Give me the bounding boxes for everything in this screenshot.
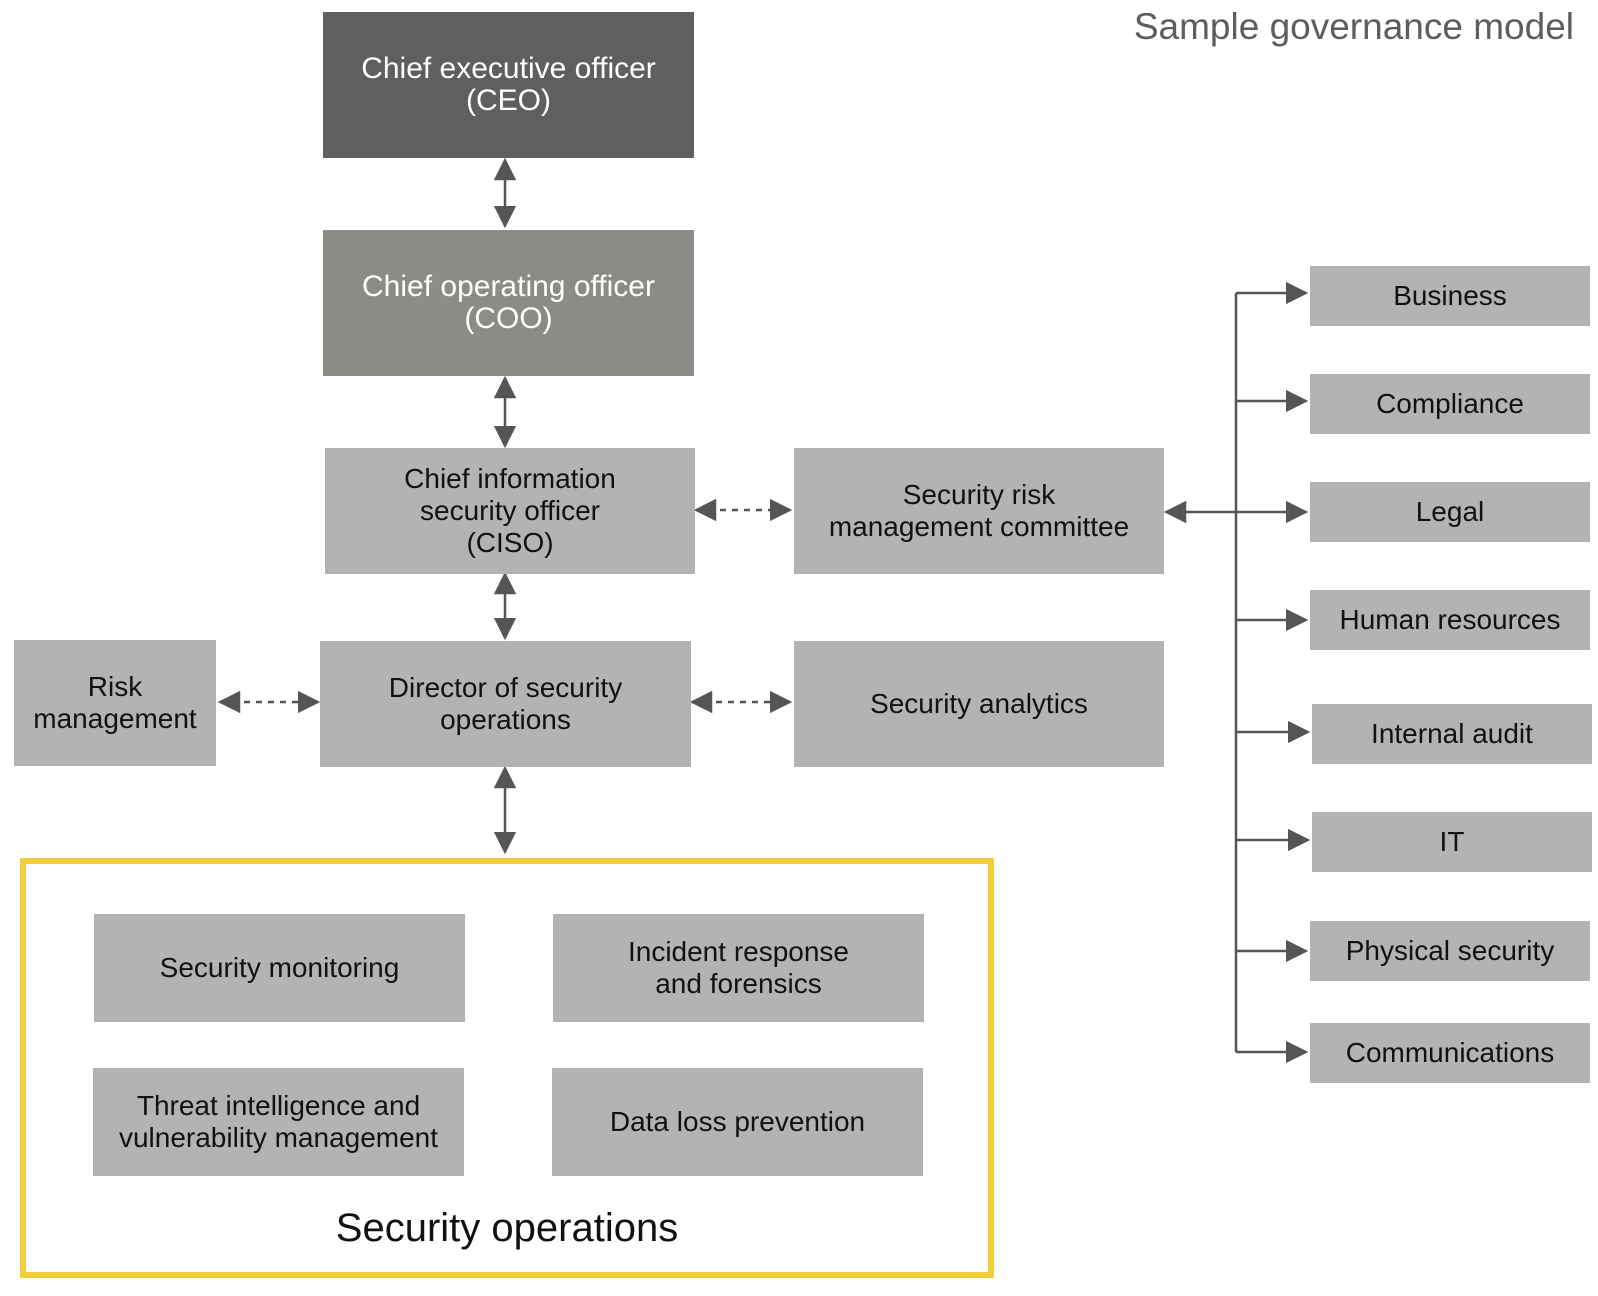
risk-management-box: Risk management: [14, 640, 216, 766]
director-box: Director of security operations: [320, 641, 691, 767]
data-loss-prevention-label: Data loss prevention: [609, 1106, 866, 1137]
member-internal-audit: Internal audit: [1312, 704, 1592, 764]
committee-box: Security risk management committee: [794, 448, 1164, 574]
coo-label-line2: (COO): [464, 302, 553, 335]
ciso-label-line3: (CISO): [466, 527, 554, 558]
security-operations-frame: [20, 858, 994, 1278]
member-it-label: IT: [1439, 826, 1465, 857]
director-label-line1: Director of security: [388, 672, 623, 703]
member-compliance: Compliance: [1310, 374, 1590, 434]
member-compliance-label: Compliance: [1376, 388, 1524, 419]
director-label-line2: operations: [440, 704, 571, 735]
data-loss-prevention-box: Data loss prevention: [552, 1068, 923, 1176]
security-operations-label: Security operations: [335, 1206, 679, 1250]
member-human-resources: Human resources: [1310, 590, 1590, 650]
member-business-label: Business: [1393, 280, 1507, 311]
ceo-box: Chief executive officer (CEO): [323, 12, 694, 158]
member-internal-audit-label: Internal audit: [1371, 718, 1533, 749]
security-monitoring-label: Security monitoring: [159, 952, 400, 983]
ciso-label-line1: Chief information: [404, 463, 616, 494]
incident-response-label-line1: Incident response: [627, 936, 850, 967]
risk-management-label-line1: Risk: [87, 671, 143, 702]
ciso-label-line2: security officer: [420, 495, 600, 526]
member-legal-label: Legal: [1415, 496, 1485, 527]
ceo-label-line1: Chief executive officer: [361, 52, 656, 85]
incident-response-label-line2: and forensics: [655, 968, 822, 999]
member-human-resources-label: Human resources: [1339, 604, 1561, 635]
committee-label-line2: management committee: [828, 511, 1130, 542]
security-analytics-box: Security analytics: [794, 641, 1164, 767]
committee-label-line1: Security risk: [902, 479, 1056, 510]
member-communications-label: Communications: [1345, 1037, 1555, 1068]
security-monitoring-box: Security monitoring: [94, 914, 465, 1022]
threat-intelligence-label-line1: Threat intelligence and: [136, 1090, 421, 1121]
member-communications: Communications: [1310, 1023, 1590, 1083]
member-physical-security-label: Physical security: [1345, 935, 1555, 966]
security-analytics-label: Security analytics: [870, 688, 1088, 719]
diagram-title: Sample governance model: [1133, 6, 1574, 47]
threat-intelligence-box: Threat intelligence and vulnerability ma…: [93, 1068, 464, 1176]
ciso-box: Chief information security officer (CISO…: [325, 448, 695, 574]
coo-label-line1: Chief operating officer: [362, 270, 655, 303]
threat-intelligence-label-line2: vulnerability management: [118, 1122, 439, 1153]
member-physical-security: Physical security: [1310, 921, 1590, 981]
incident-response-box: Incident response and forensics: [553, 914, 924, 1022]
coo-box: Chief operating officer (COO): [323, 230, 694, 376]
ceo-label-line2: (CEO): [465, 84, 551, 117]
member-it: IT: [1312, 812, 1592, 872]
risk-management-label-line2: management: [33, 703, 197, 734]
member-business: Business: [1310, 266, 1590, 326]
member-legal: Legal: [1310, 482, 1590, 542]
